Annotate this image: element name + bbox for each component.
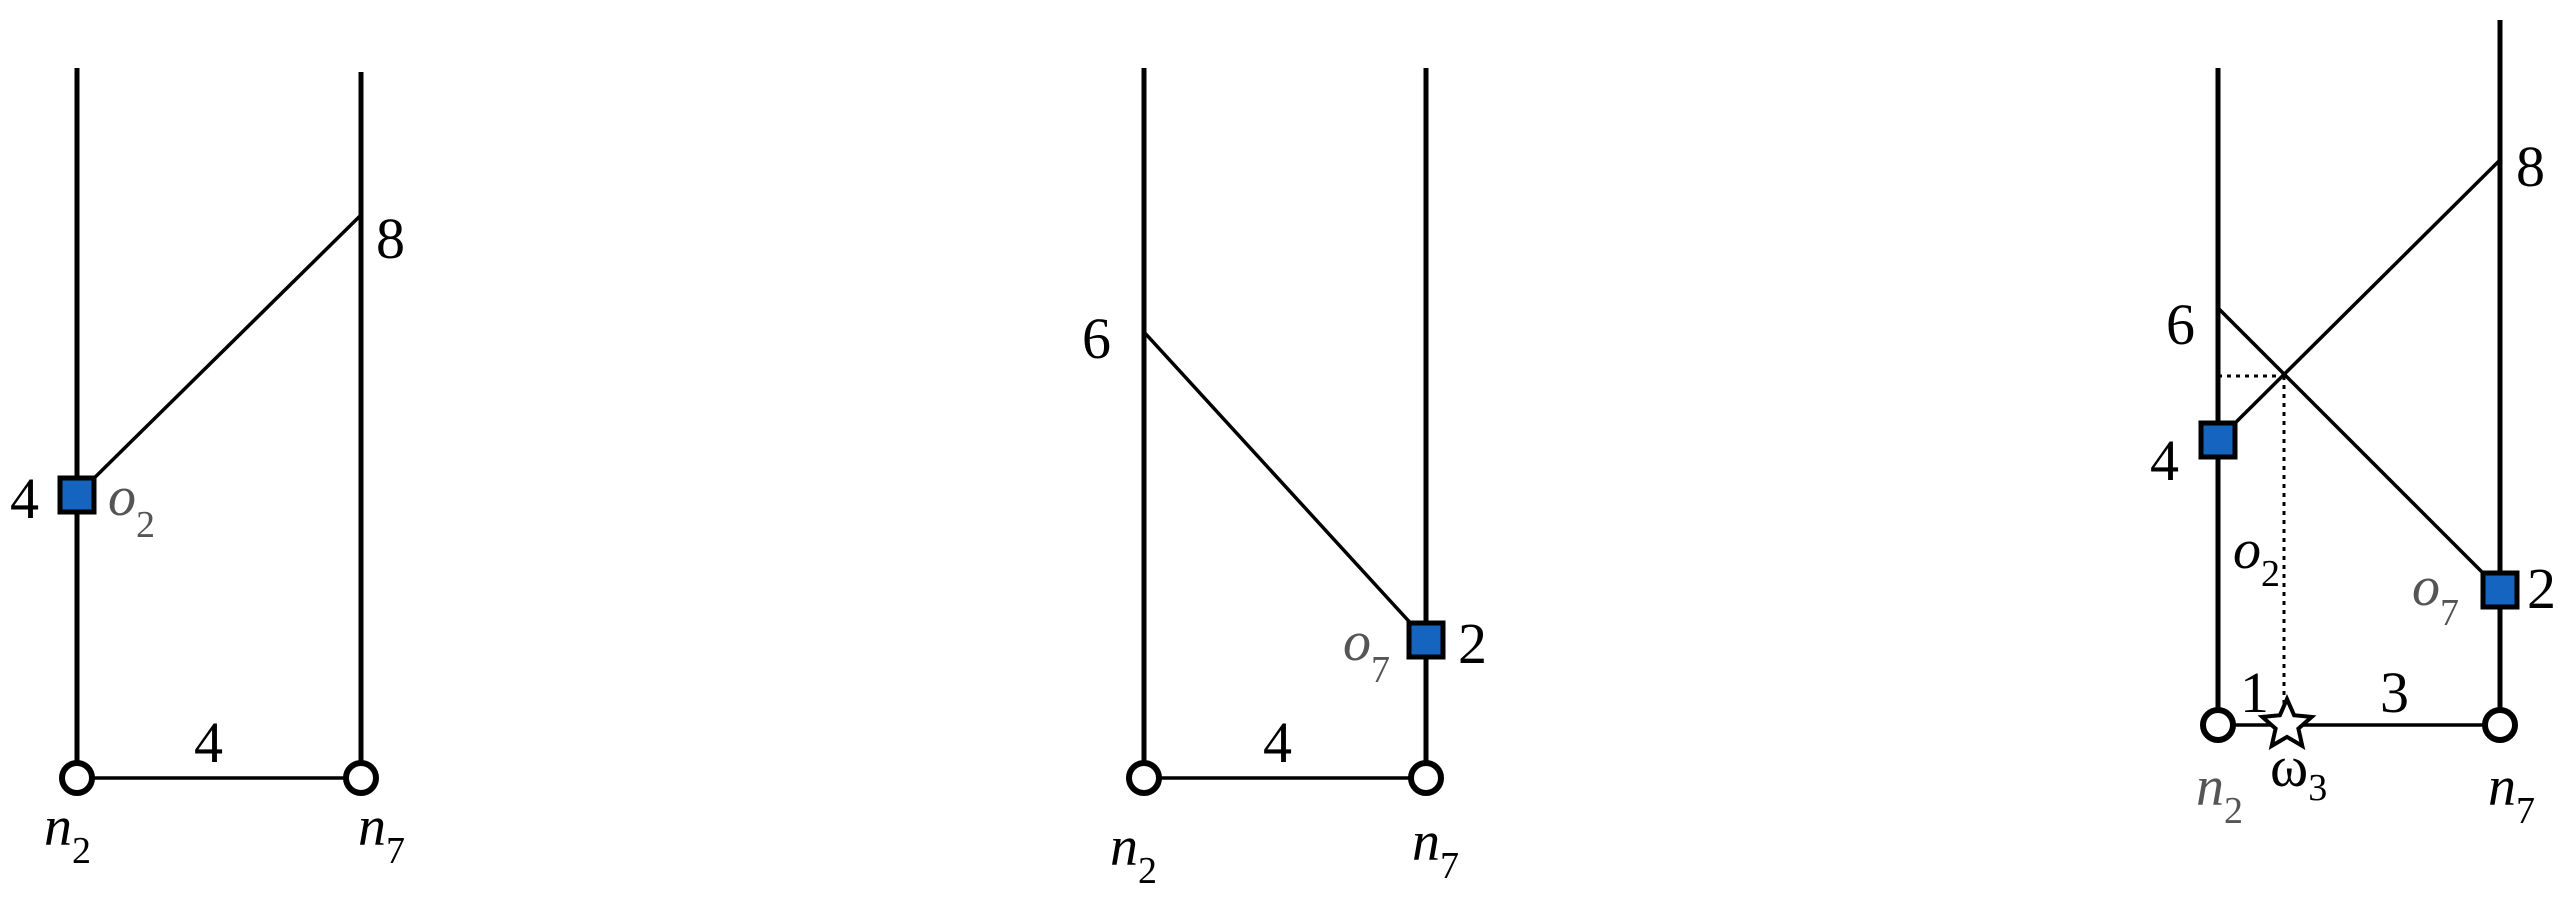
node-n2-var: n [44,796,72,858]
panel-3: 6 4 8 2 1 3 o2 o7 ω3 n2 n7 [2150,20,2556,832]
marker-sub: 2 [136,504,155,546]
marker-square [57,475,97,515]
node-n7-var: n [358,796,386,858]
split-right-value-label: 3 [2380,660,2409,725]
ascending-edge [2216,158,2502,442]
bottom-value-label: 4 [194,710,223,775]
node-n7-sub: 7 [386,830,405,872]
node-n2-sub: 2 [2224,790,2243,832]
right-marker-var: o [2412,556,2440,618]
diagonal-edge [1142,330,1428,642]
marker-var: o [1343,611,1371,673]
node-n7 [1408,760,1444,796]
node-n7-var: n [1412,811,1440,873]
right-value-label: 8 [376,206,405,271]
node-n2-sub: 2 [1138,850,1157,892]
node-n2-var: n [2196,756,2224,818]
node-n7-sub: 7 [2516,790,2535,832]
marker-label: o2 [108,466,155,546]
left-marker-sub: 2 [2261,553,2280,595]
node-n2 [2200,707,2236,743]
star-label: ω3 [2270,734,2327,809]
diagonal-edge [75,213,363,497]
node-n2-sub: 2 [72,830,91,872]
node-n7-label: n7 [1412,811,1459,887]
left-value-label: 4 [10,466,39,531]
marker-square [1406,620,1446,660]
node-n7-sub: 7 [1440,845,1459,887]
marker-sub: 7 [1371,649,1390,691]
left-marker-square [2198,420,2238,460]
node-n7-var: n [2488,756,2516,818]
marker-label: o7 [1343,611,1390,691]
left-marker-label: o2 [2233,519,2280,595]
right-lower-value-label: 2 [2527,556,2556,621]
split-left-value-label: 1 [2240,660,2269,725]
node-n2-label: n2 [44,796,91,872]
descending-edge [2216,306,2502,592]
right-upper-value-label: 8 [2516,134,2545,199]
marker-var: o [108,466,136,528]
node-n2-label: n2 [1110,816,1157,892]
panel-1: 4 8 4 o2 n2 n7 [10,68,405,872]
star-sub: 3 [2308,767,2327,809]
node-n2 [1126,760,1162,796]
right-marker-label: o7 [2412,556,2459,634]
bottom-value-label: 4 [1263,710,1292,775]
right-marker-square [2480,570,2520,610]
node-n7 [343,760,379,796]
node-n2 [59,760,95,796]
left-value-label: 6 [1082,306,1111,371]
node-n2-var: n [1110,816,1138,878]
star-var: ω [2270,734,2308,799]
right-value-label: 2 [1458,611,1487,676]
panel-2: 6 2 4 o7 n2 n7 [1082,68,1487,892]
left-upper-value-label: 6 [2166,292,2195,357]
left-marker-var: o [2233,519,2261,581]
node-n7-label: n7 [358,796,405,872]
left-lower-value-label: 4 [2150,428,2179,493]
node-n2-label: n2 [2196,756,2243,832]
node-n7 [2482,707,2518,743]
node-n7-label: n7 [2488,756,2535,832]
star-icon [2257,694,2317,750]
right-marker-sub: 7 [2440,592,2459,634]
